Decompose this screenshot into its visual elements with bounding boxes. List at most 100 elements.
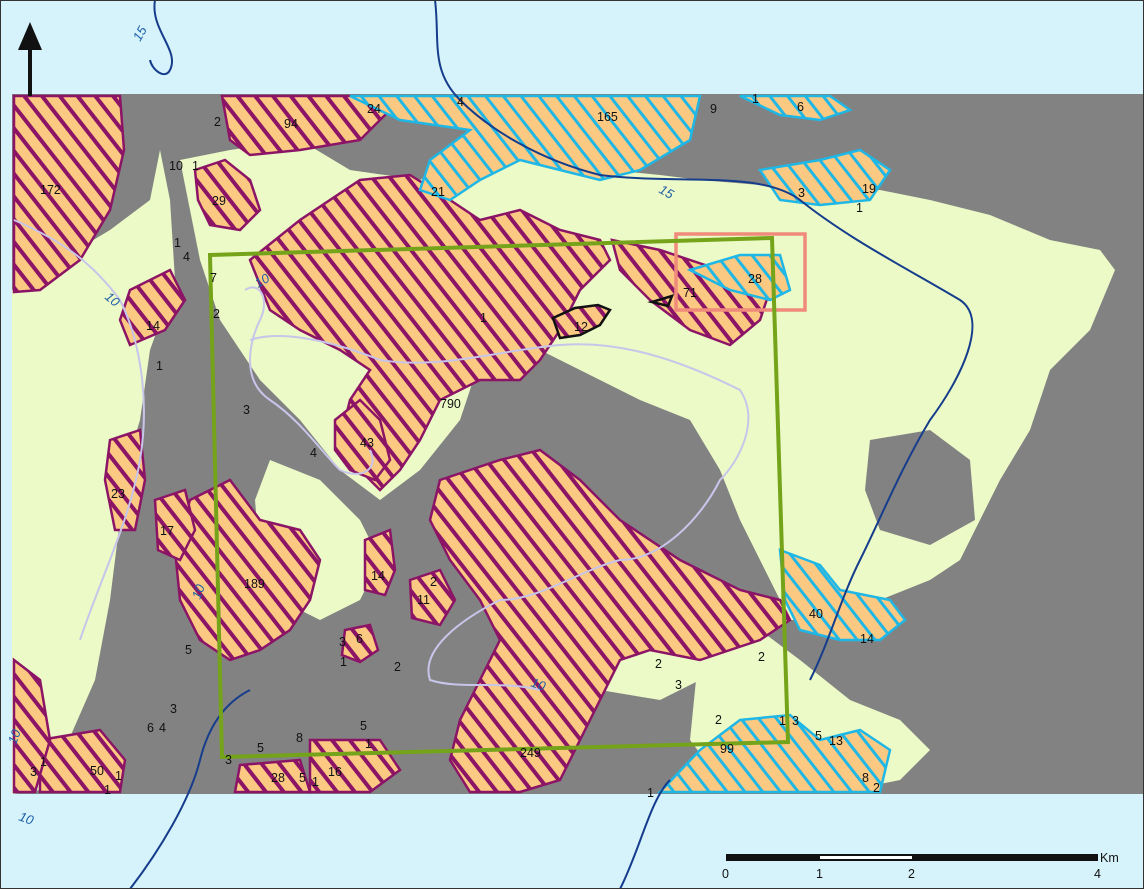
patch-label: 1	[312, 775, 319, 789]
patch-label: 12	[574, 320, 588, 334]
patch-11[interactable]	[408, 568, 457, 627]
patch-label: 19	[862, 182, 876, 196]
patch-label: 3	[30, 765, 37, 779]
patch-label: 8	[862, 771, 869, 785]
patch-label: 2	[394, 660, 401, 674]
patch-label: 28	[748, 272, 762, 286]
patch-label: 1	[174, 236, 181, 250]
patch-43[interactable]	[333, 398, 392, 482]
patch-28-highlight[interactable]	[686, 253, 792, 302]
patch-50[interactable]	[38, 728, 127, 794]
patch-6[interactable]	[340, 623, 380, 664]
contour-label: 10	[17, 809, 36, 828]
contour-15-south2	[619, 779, 671, 889]
patch-label: 3	[792, 714, 799, 728]
patch-label: 4	[457, 95, 464, 109]
patch-label: 1	[647, 786, 654, 800]
contour-10-west	[13, 219, 145, 641]
scale-tick-label: 0	[722, 867, 729, 881]
contour-15-south	[129, 689, 251, 889]
patch-label: 4	[310, 446, 317, 460]
patch-label: 14	[371, 569, 385, 583]
scale-bar: 0 1 2 4 Km	[722, 851, 1119, 881]
patch-label: 3	[225, 753, 232, 767]
patch-label: 165	[597, 110, 618, 124]
patch-label: 14	[860, 632, 874, 646]
scale-tick-label: 2	[908, 867, 915, 881]
contour-10-inner	[249, 335, 750, 691]
patch-23[interactable]	[103, 428, 147, 532]
patch-label: 23	[111, 487, 125, 501]
patch-165[interactable]	[349, 94, 702, 202]
patch-label: 8	[296, 731, 303, 745]
contour-15-north	[434, 0, 974, 681]
patch-17[interactable]	[153, 488, 197, 562]
patch-label: 5	[815, 729, 822, 743]
patch-label: 1	[115, 769, 122, 783]
patch-790[interactable]	[248, 173, 612, 492]
grey-patch-east	[865, 430, 975, 545]
patch-small-arrow[interactable]	[647, 294, 675, 308]
patch-label: 1	[104, 783, 111, 797]
patch-label: 2	[873, 781, 880, 795]
patch-southwest-edge[interactable]	[12, 657, 52, 794]
patch-label: 24	[367, 102, 381, 116]
contour-label: 10	[529, 675, 548, 694]
patch-label: 2	[758, 650, 765, 664]
patch-172[interactable]	[12, 94, 126, 294]
patch-label: 3	[675, 678, 682, 692]
scale-tick-label: 1	[816, 867, 823, 881]
patch-189[interactable]	[173, 478, 322, 662]
patch-14-centre[interactable]	[363, 528, 397, 597]
patch-label: 2	[213, 307, 220, 321]
patch-label: 9	[710, 102, 717, 116]
patch-label: 40	[809, 607, 823, 621]
patch-label: 1	[340, 655, 347, 669]
highlight-box[interactable]	[674, 232, 807, 312]
patch-99[interactable]	[657, 713, 892, 794]
study-area-boundary[interactable]	[207, 235, 791, 760]
patch-label: 99	[720, 742, 734, 756]
patch-label: 6	[147, 721, 154, 735]
patch-label: 5	[299, 771, 306, 785]
patch-label: 17	[160, 524, 174, 538]
patch-label: 2	[715, 713, 722, 727]
patch-label: 1	[156, 359, 163, 373]
contour-15-left	[149, 0, 173, 76]
patch-label: 2	[430, 575, 437, 589]
contour-label: 10	[189, 582, 208, 601]
patch-label: 16	[328, 765, 342, 779]
patch-label: 29	[212, 194, 226, 208]
patch-label: 6	[797, 100, 804, 114]
north-arrow-icon	[18, 22, 42, 96]
patch-label: 10	[169, 159, 183, 173]
patch-label: 7	[210, 271, 217, 285]
patch-label: 1	[752, 92, 759, 106]
patch-label: 1	[480, 311, 487, 325]
patch-29[interactable]	[193, 158, 262, 232]
patch-label: 6	[356, 632, 363, 646]
scale-unit-label: Km	[1100, 851, 1119, 865]
patch-label: 1	[192, 159, 199, 173]
patch-14-west[interactable]	[118, 268, 187, 347]
patch-249[interactable]	[428, 448, 792, 794]
patch-label: 21	[431, 185, 445, 199]
patch-71[interactable]	[610, 238, 772, 347]
patch-label: 3	[170, 702, 177, 716]
patch-6-north[interactable]	[739, 94, 853, 122]
patch-label: 5	[360, 719, 367, 733]
patch-label: 11	[417, 593, 430, 607]
patch-label: 172	[40, 183, 61, 197]
patch-label: 2	[655, 657, 662, 671]
patch-label: 790	[440, 397, 461, 411]
contour-10-inner2	[244, 286, 374, 475]
patch-28-south[interactable]	[233, 758, 312, 794]
patch-3-19[interactable]	[757, 148, 892, 207]
patch-label: 50	[90, 764, 104, 778]
patch-label: 4	[183, 250, 190, 264]
patch-label: 71	[683, 286, 697, 300]
patch-12[interactable]	[551, 303, 612, 340]
patch-40[interactable]	[778, 548, 907, 642]
